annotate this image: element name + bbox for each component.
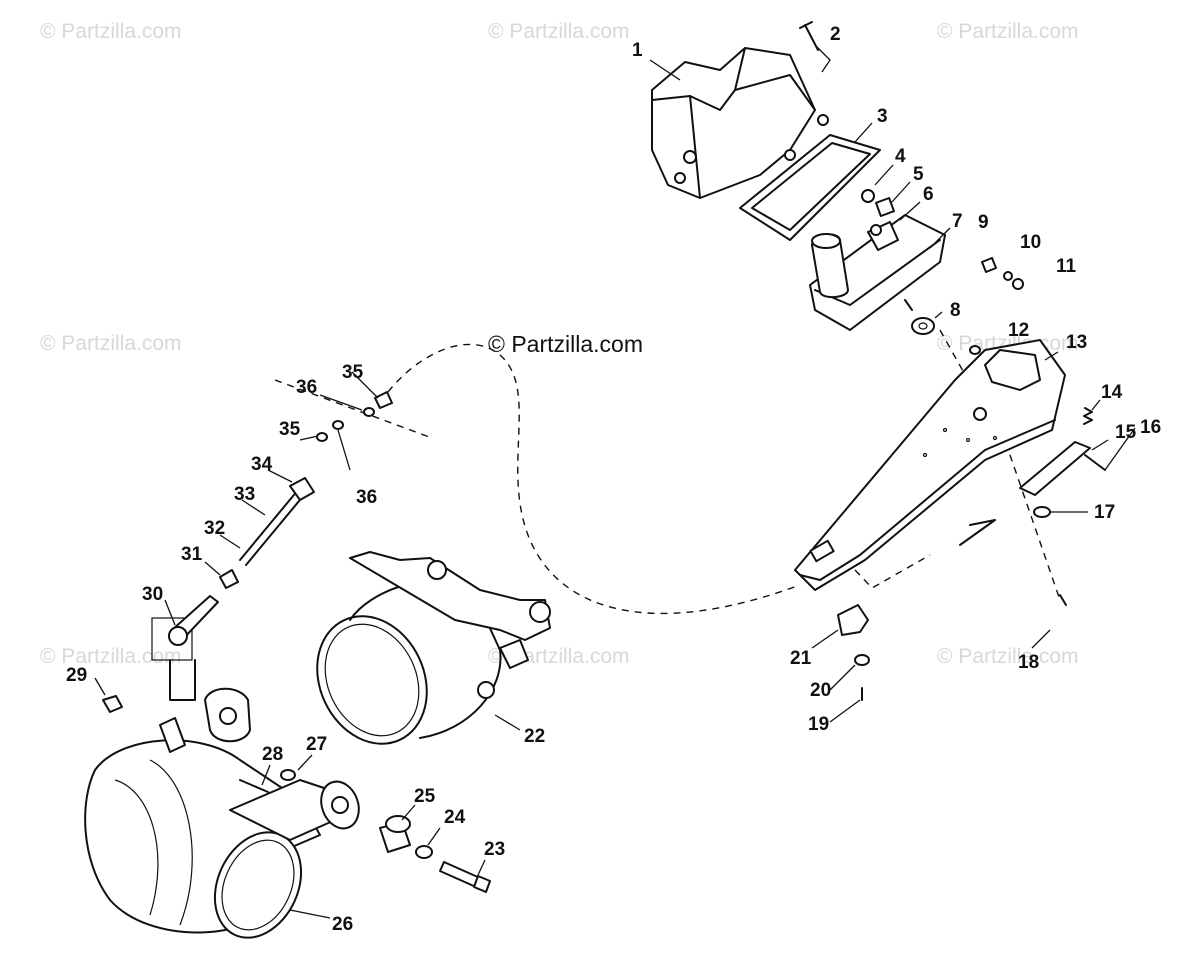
part-22-housing: [316, 551, 551, 745]
part-29-nut: [102, 695, 123, 713]
callout-4: 4: [895, 146, 906, 167]
part-12-spacer: [969, 345, 981, 355]
callout-36-upper: 36: [296, 377, 317, 398]
leader-lines: [94, 44, 1136, 919]
callout-7: 7: [952, 211, 963, 232]
callout-23: 23: [484, 839, 505, 860]
callout-35-upper: 35: [342, 362, 364, 383]
callout-18: 18: [1018, 652, 1039, 673]
callout-22: 22: [524, 726, 545, 747]
part-27-28-hardware: [239, 769, 296, 793]
callout-6: 6: [923, 184, 934, 205]
callout-10: 10: [1020, 232, 1041, 253]
watermark-low-left: © Partzilla.com: [40, 645, 182, 668]
callout-1: 1: [632, 40, 643, 61]
callout-17: 17: [1094, 502, 1115, 523]
callout-16: 16: [1140, 417, 1161, 438]
callout-8: 8: [950, 300, 961, 321]
callout-33: 33: [234, 484, 255, 505]
watermark-low-right: © Partzilla.com: [937, 645, 1079, 668]
callout-27: 27: [306, 734, 327, 755]
callout-25: 25: [414, 786, 436, 807]
center-copyright: © Partzilla.com: [488, 331, 643, 357]
watermark-mid-left: © Partzilla.com: [40, 332, 182, 355]
part-19-21-pad: [837, 604, 870, 701]
callout-20: 20: [810, 680, 831, 701]
callout-2: 2: [830, 24, 841, 45]
callout-5: 5: [913, 164, 924, 185]
callout-13: 13: [1066, 332, 1087, 353]
callout-32: 32: [204, 518, 225, 539]
callout-labels: 1 2 3 4 5 6 7 8 9 10 11 12 13 14 15 16 1…: [66, 24, 1161, 935]
part-13-mounting-plate: [794, 339, 1066, 591]
callout-30: 30: [142, 584, 163, 605]
callout-19: 19: [808, 714, 829, 735]
callout-12: 12: [1008, 320, 1029, 341]
part-15-17-bracket: [1019, 441, 1106, 518]
watermark-top-center: © Partzilla.com: [488, 20, 630, 43]
callout-14: 14: [1101, 382, 1123, 403]
callout-15: 15: [1115, 422, 1137, 443]
callout-35-lower: 35: [279, 419, 301, 440]
callout-24: 24: [444, 807, 466, 828]
callout-28: 28: [262, 744, 283, 765]
callout-34: 34: [251, 454, 273, 475]
part-1-cover: [651, 47, 829, 199]
watermark-top-right: © Partzilla.com: [937, 20, 1079, 43]
part-14-spring: [1083, 407, 1093, 425]
part-6-7-actuator: [809, 214, 946, 331]
callout-11: 11: [1056, 256, 1077, 277]
part-23-25-fasteners: [379, 815, 491, 893]
callout-3: 3: [877, 106, 888, 127]
part-30-36-link: [151, 391, 393, 701]
part-18-screw: [959, 519, 1067, 606]
watermark-top-left: © Partzilla.com: [40, 20, 182, 43]
callout-9: 9: [978, 212, 989, 233]
callout-26: 26: [332, 914, 353, 935]
part-26-sleeve: [84, 687, 360, 939]
callout-31: 31: [181, 544, 203, 565]
callout-36-lower: 36: [356, 487, 377, 508]
part-3-gasket: [739, 134, 881, 241]
dashed-routing-lines: [274, 329, 1061, 615]
part-8-grommet: [911, 317, 935, 335]
part-4-5-fittings: [861, 189, 895, 217]
part-9-11-hardware: [981, 257, 1024, 290]
callout-21: 21: [790, 648, 812, 669]
callout-29: 29: [66, 665, 87, 686]
